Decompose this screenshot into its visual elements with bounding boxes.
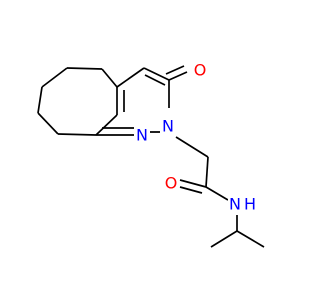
atom-label: O	[194, 61, 207, 80]
atom-label: N	[229, 195, 241, 214]
bond	[175, 136, 209, 158]
pyridazinone-ring	[96, 67, 170, 136]
bond	[168, 71, 188, 81]
ring-carbonyl	[165, 65, 188, 81]
bond	[165, 65, 185, 75]
bond	[37, 112, 59, 135]
atom-label: O	[165, 174, 178, 193]
bond	[179, 186, 203, 194]
molecule-diagram: O N N O N H	[37, 61, 265, 248]
bond	[57, 133, 97, 136]
bond	[179, 179, 207, 188]
cycloheptane-ring	[37, 67, 118, 136]
bond	[144, 74, 166, 86]
bond	[37, 86, 43, 114]
amide-nitrogen-atom: N H	[228, 195, 258, 214]
atom-label: H	[244, 195, 256, 214]
amide-oxygen-atom: O	[163, 174, 179, 193]
atom-labels: O N N O N H	[134, 61, 258, 214]
bond	[205, 186, 229, 201]
atom-label: N	[136, 126, 148, 145]
acetamide-chain	[175, 136, 265, 248]
atom-label: N	[162, 117, 174, 136]
bond	[66, 67, 103, 70]
ring-nitrogen-atom: N	[160, 117, 176, 136]
bond	[143, 67, 170, 81]
bond	[101, 68, 118, 88]
bond	[210, 230, 238, 248]
carbonyl-oxygen-atom: O	[192, 61, 208, 80]
structure-canvas: O N N O N H	[37, 61, 265, 248]
bond	[236, 230, 265, 248]
ring-nitrogen-atom: N	[134, 126, 150, 145]
bond	[41, 67, 68, 88]
bond	[116, 67, 145, 88]
bond	[205, 156, 209, 188]
bond	[95, 114, 118, 136]
